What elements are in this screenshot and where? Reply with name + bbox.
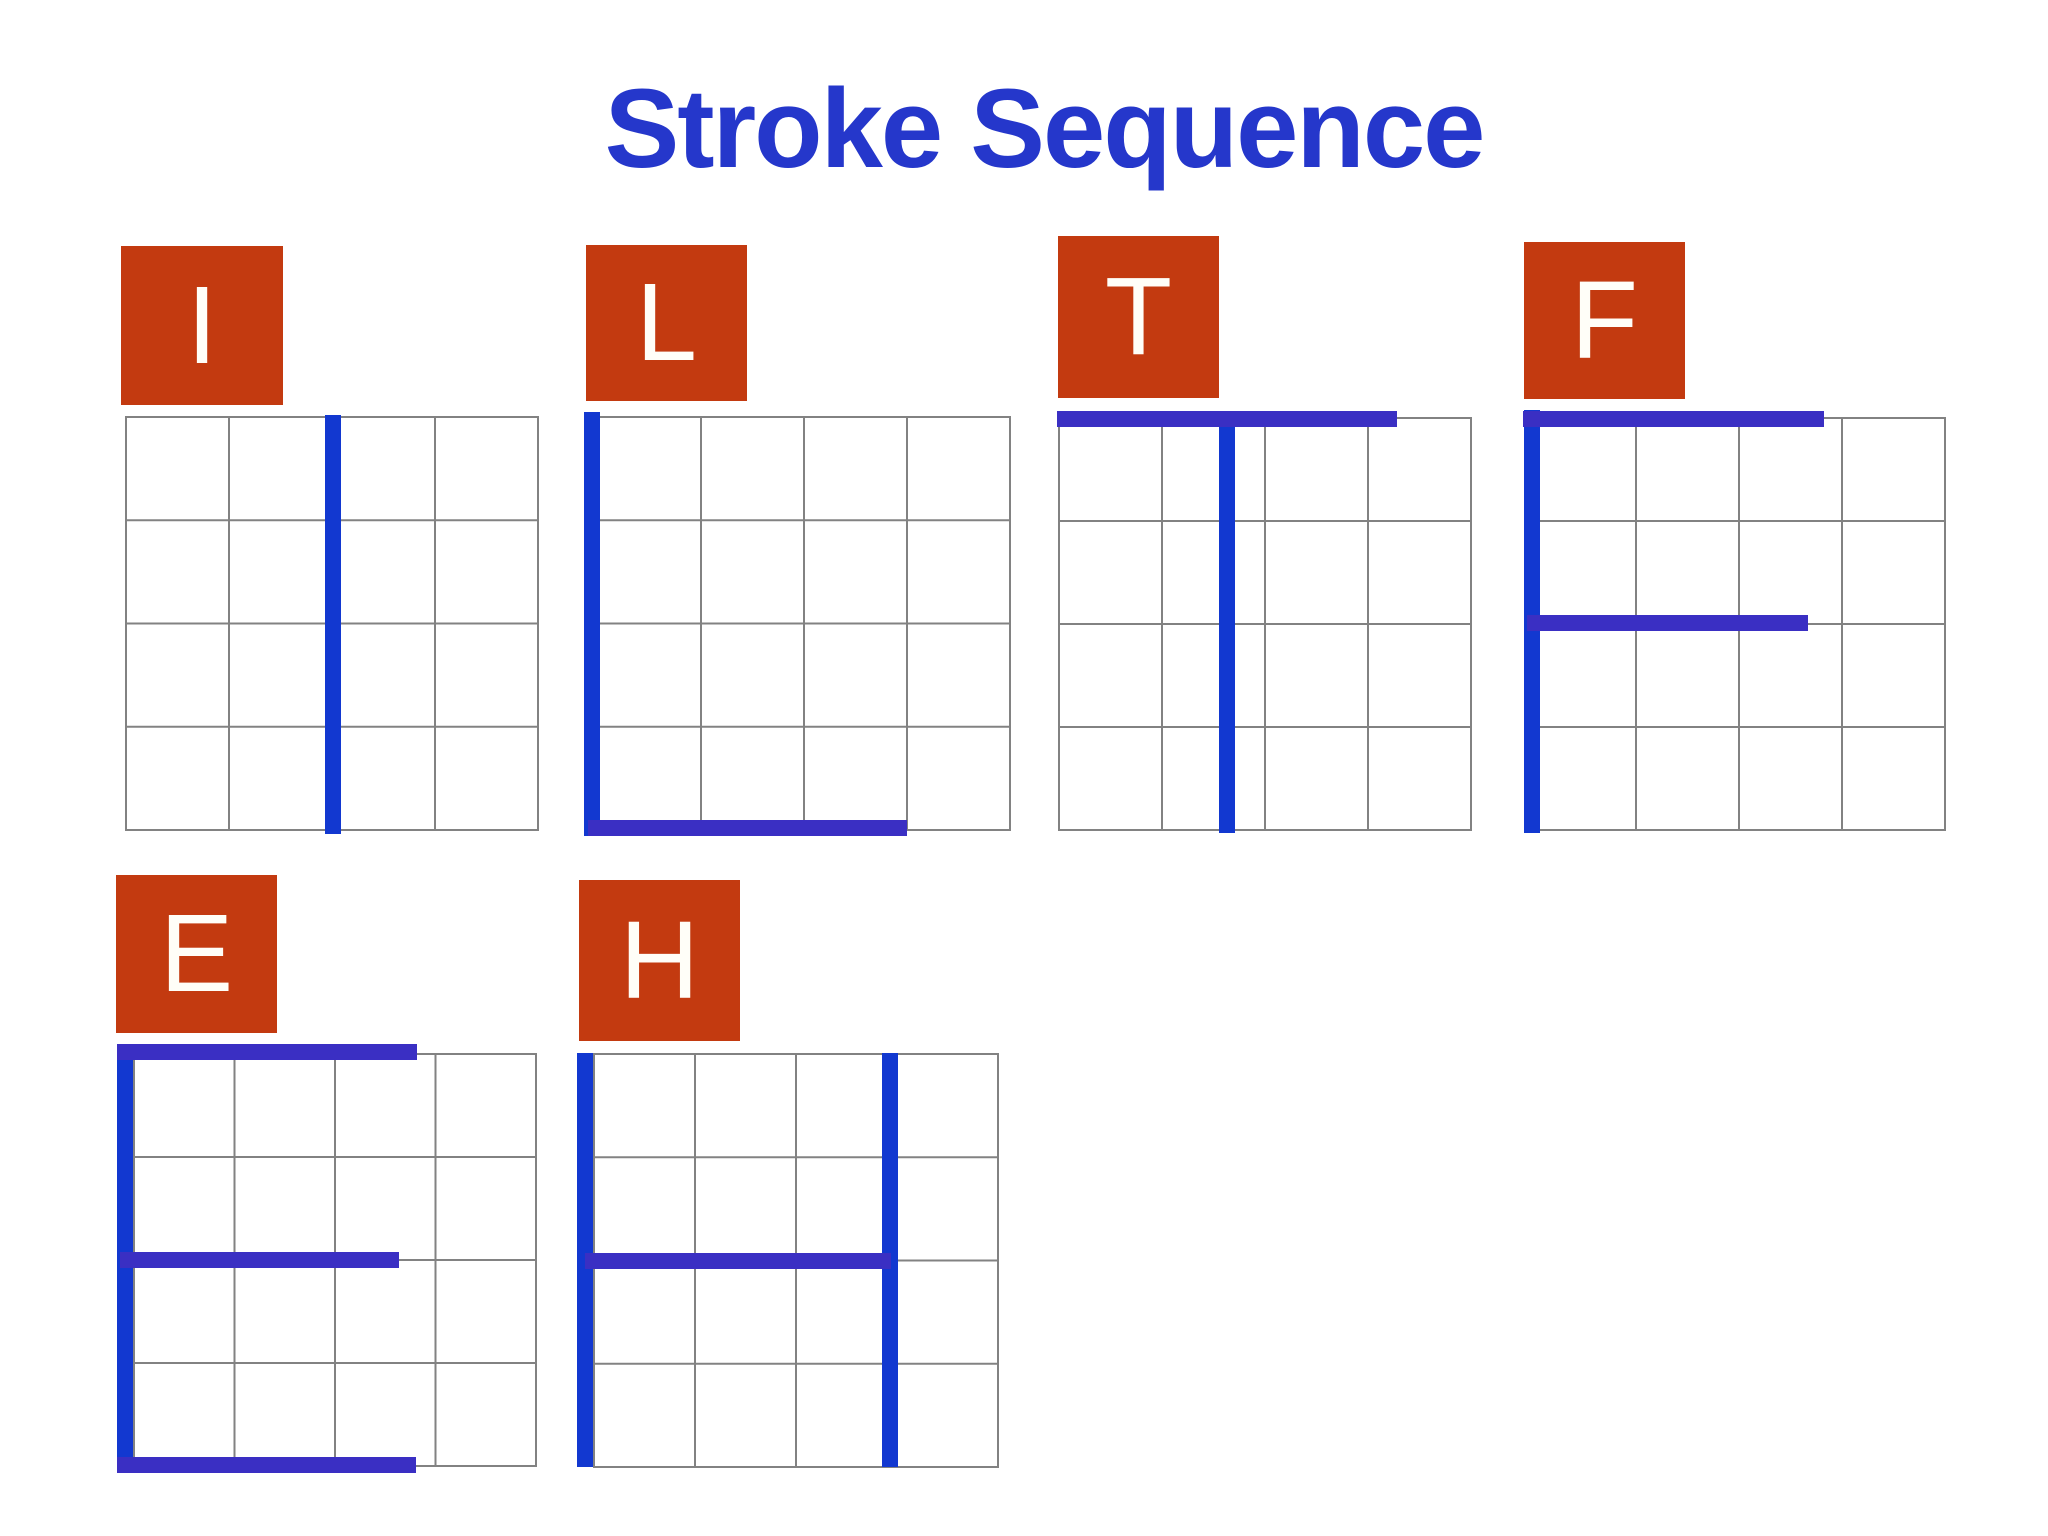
page-title: Stroke Sequence xyxy=(604,66,1486,191)
practice-grid-i xyxy=(125,415,539,834)
practice-grid-e xyxy=(116,1044,537,1474)
vertical-stroke xyxy=(325,415,342,834)
horizontal-stroke xyxy=(116,1044,417,1061)
letter-label-e: E xyxy=(116,875,277,1033)
letter-label-f: F xyxy=(1524,242,1685,399)
practice-grid-t xyxy=(1057,410,1472,834)
letter-label-t: T xyxy=(1058,236,1219,398)
practice-grid-f xyxy=(1522,410,1946,834)
vertical-stroke xyxy=(584,411,601,837)
practice-grid-h xyxy=(576,1053,999,1468)
horizontal-stroke xyxy=(587,819,907,836)
horizontal-stroke xyxy=(120,1251,400,1268)
letter-label-h: H xyxy=(579,880,740,1041)
horizontal-stroke xyxy=(1522,410,1824,427)
horizontal-stroke xyxy=(1057,410,1398,427)
vertical-stroke xyxy=(1218,417,1235,834)
horizontal-stroke xyxy=(584,1252,891,1269)
horizontal-stroke xyxy=(116,1457,416,1473)
letter-label-l: L xyxy=(586,245,747,401)
horizontal-stroke xyxy=(1527,615,1808,631)
practice-grid-l xyxy=(584,411,1011,837)
letter-label-i: I xyxy=(121,246,283,405)
